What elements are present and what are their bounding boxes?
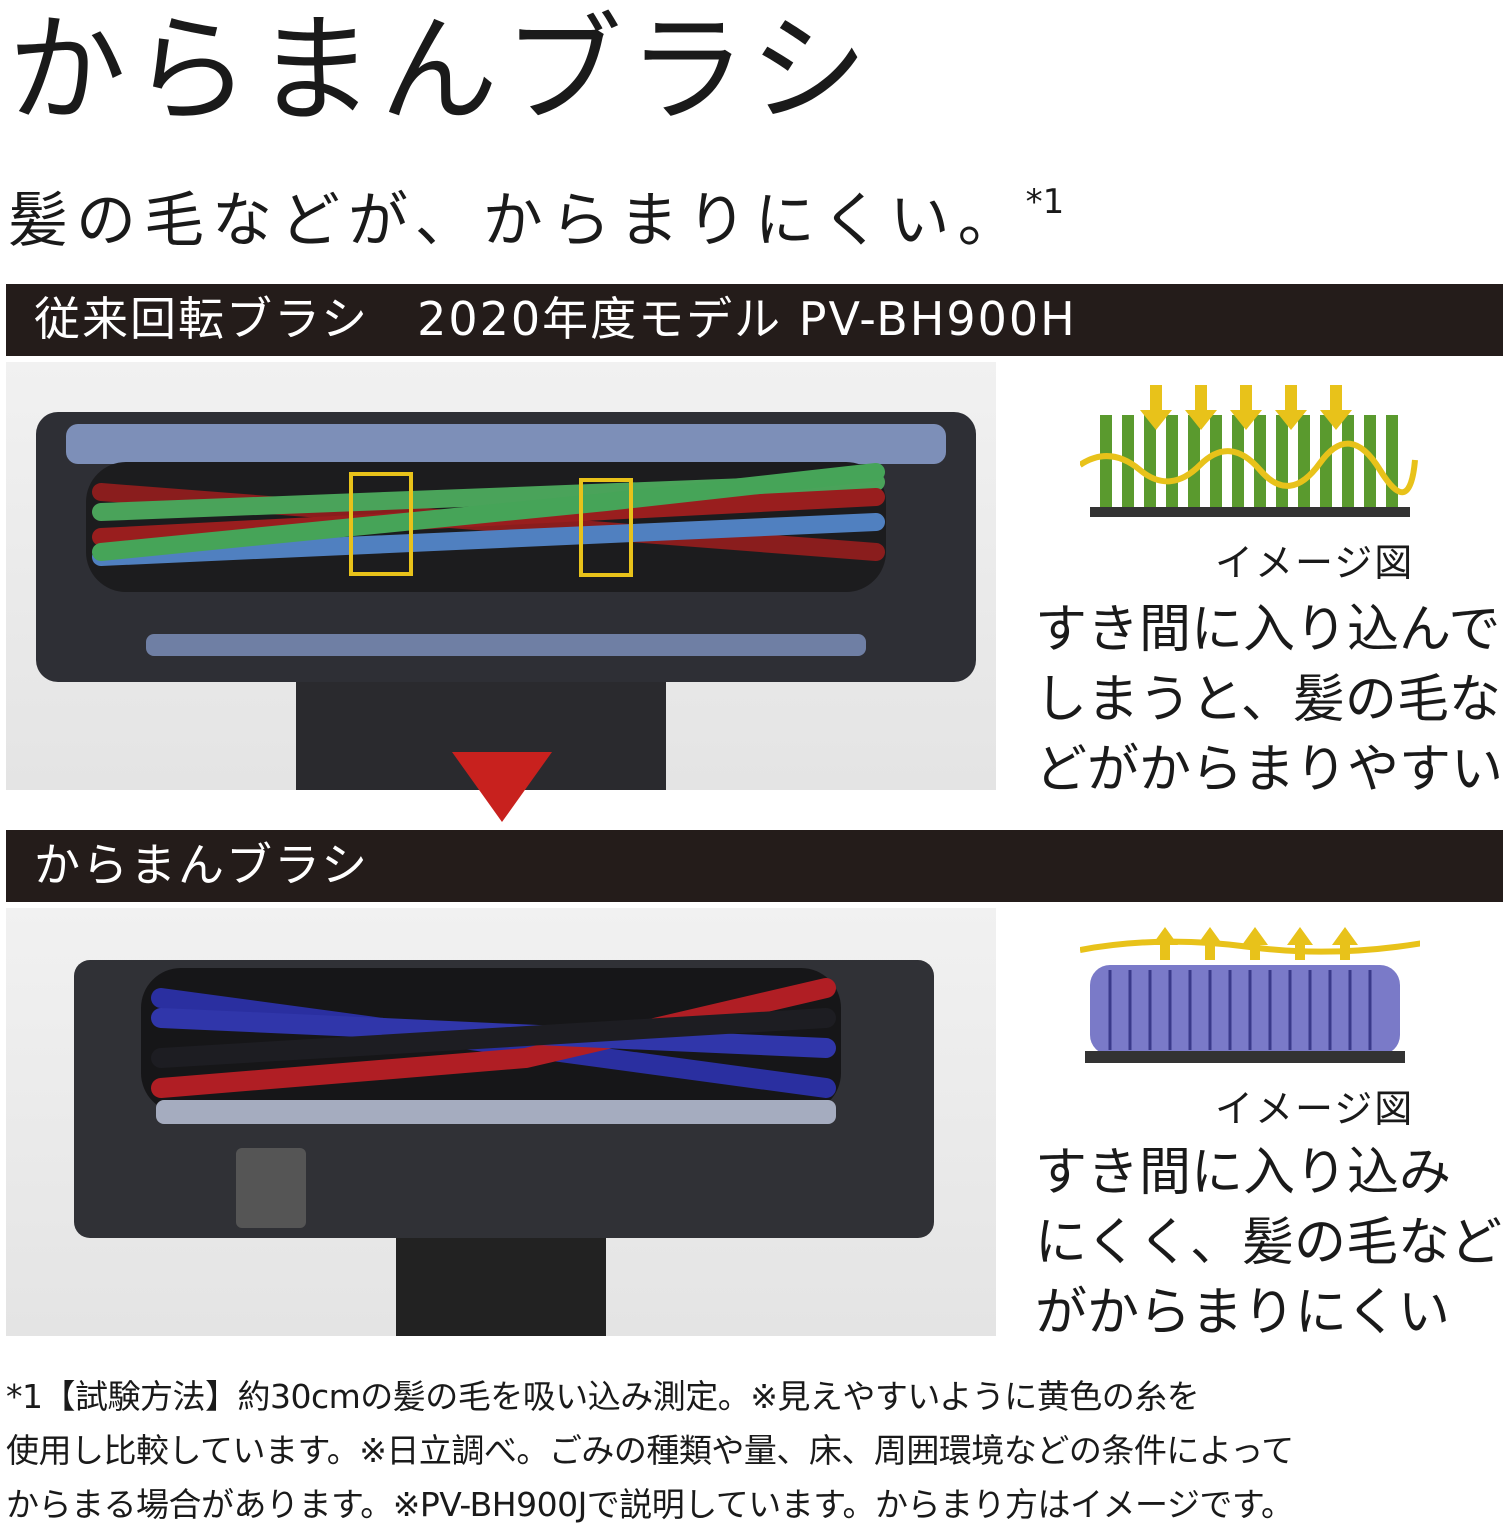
footnote-line: からまる場合があります。※PV-BH900Jで説明しています。からまり方はイメー…	[6, 1485, 1294, 1524]
subtitle: 髪の毛などが、からまりにくい。*1	[8, 162, 1064, 261]
subtitle-text: 髪の毛などが、からまりにくい。	[8, 186, 1026, 256]
page-title: からまんブラシ	[8, 1, 874, 139]
karaman-brush-band: からまんブラシ	[6, 830, 1503, 902]
description-line: どがからまりやすい	[1035, 740, 1504, 800]
description-line: すき間に入り込み	[1035, 1143, 1452, 1203]
karaman-description: すき間に入り込み にくく、髪の毛など がからまりにくい	[1035, 1138, 1502, 1348]
footnote: *1【試験方法】約30cmの髪の毛を吸い込み測定。※見えやすいように黄色の糸を …	[6, 1370, 1506, 1532]
description-line: にくく、髪の毛など	[1035, 1213, 1502, 1273]
down-arrow-icon	[452, 752, 552, 822]
footnote-line: *1【試験方法】約30cmの髪の毛を吸い込み測定。※見えやすいように黄色の糸を	[6, 1377, 1200, 1416]
karaman-brush-photo	[6, 908, 996, 1336]
karaman-diagram-caption: イメージ図	[1215, 1087, 1415, 1131]
karaman-bristle-diagram	[1080, 927, 1420, 1063]
footnote-line: 使用し比較しています。※日立調べ。ごみの種類や量、床、周囲環境などの条件によって	[6, 1431, 1294, 1470]
description-line: がからまりにくい	[1035, 1283, 1450, 1343]
conventional-bristle-diagram	[1080, 385, 1418, 517]
conventional-diagram-caption: イメージ図	[1215, 541, 1415, 585]
footnote-mark: *1	[1025, 182, 1065, 222]
description-line: すき間に入り込んで	[1035, 600, 1501, 660]
conventional-description: すき間に入り込んで しまうと、髪の毛な どがからまりやすい	[1035, 595, 1503, 805]
description-line: しまうと、髪の毛な	[1035, 670, 1501, 730]
conventional-brush-band: 従来回転ブラシ 2020年度モデル PV-BH900H	[6, 284, 1503, 356]
conventional-brush-photo	[6, 362, 996, 790]
